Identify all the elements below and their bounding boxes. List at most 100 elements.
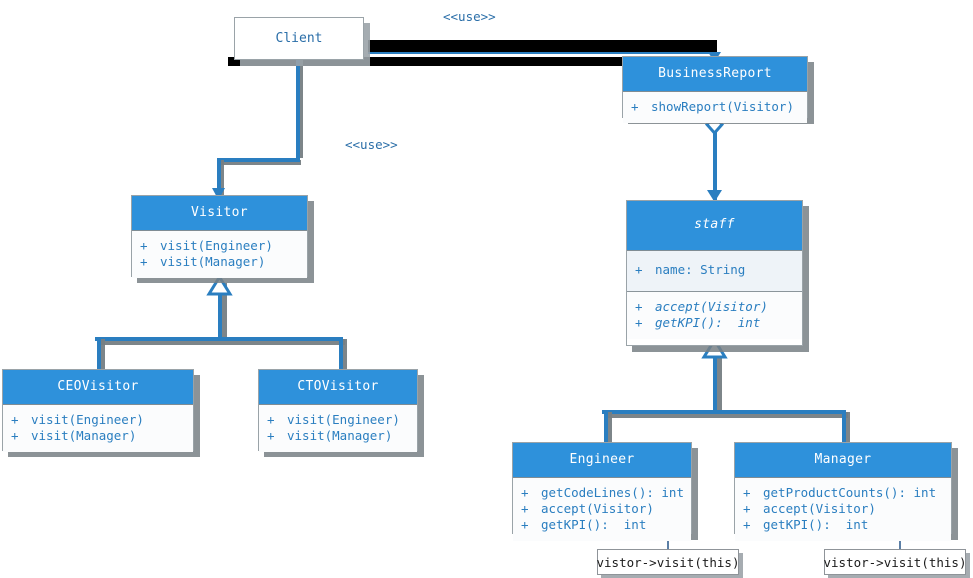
operation-row: + getKPI(): int: [743, 517, 943, 533]
operations-compartment-visitor: + visit(Engineer) + visit(Manager): [132, 231, 307, 278]
connector-engineer-shadow-drop: [606, 412, 612, 444]
visibility-marker: +: [635, 299, 643, 314]
note-manager[interactable]: vistor->visit(this): [823, 549, 967, 575]
render-artifact-bar-lower: [228, 57, 717, 66]
operation-row: + getKPI(): int: [635, 315, 794, 331]
operation-signature: getCodeLines(): int: [541, 485, 684, 500]
connector-visitor-tree-bar: [95, 337, 343, 341]
operation-row: + accept(Visitor): [521, 501, 683, 517]
operation-signature: visit(Manager): [160, 254, 266, 269]
class-box-manager[interactable]: Manager + getProductCounts(): int + acce…: [734, 442, 952, 541]
operation-row: + getKPI(): int: [521, 517, 683, 533]
stereotype-label-use-top: <<use>>: [443, 9, 496, 24]
connector-ceovisitor-shadow-drop: [99, 339, 105, 372]
visibility-marker: +: [743, 501, 751, 516]
operation-signature: getKPI(): int: [541, 517, 647, 532]
class-name-ctovisitor: CTOVisitor: [259, 370, 417, 405]
operation-signature: accept(Visitor): [655, 299, 768, 314]
class-name-ceovisitor: CEOVisitor: [3, 370, 193, 405]
operation-row: + accept(Visitor): [743, 501, 943, 517]
operation-signature: visit(Engineer): [160, 238, 273, 253]
visibility-marker: +: [11, 428, 19, 443]
visibility-marker: +: [140, 238, 148, 253]
visibility-marker: +: [635, 262, 643, 277]
connector-ctovisitor-drop: [339, 337, 343, 370]
operation-row: + visit(Manager): [11, 428, 185, 444]
operations-compartment-ceovisitor: + visit(Engineer) + visit(Manager): [3, 405, 193, 452]
visibility-marker: +: [267, 428, 275, 443]
visibility-marker: +: [11, 412, 19, 427]
visibility-marker: +: [140, 254, 148, 269]
note-text: vistor->visit(this): [823, 554, 967, 570]
class-box-visitor[interactable]: Visitor + visit(Engineer) + visit(Manage…: [131, 195, 308, 278]
class-name-staff: staff: [627, 201, 802, 251]
visibility-marker: +: [631, 99, 639, 114]
operation-signature: showReport(Visitor): [651, 99, 794, 114]
connector-client-visitor-shadow-v2: [219, 160, 224, 198]
operation-row: + visit(Manager): [140, 254, 299, 270]
attribute-row: + name: String: [635, 262, 794, 278]
operation-row: + getProductCounts(): int: [743, 485, 943, 501]
connector-client-visitor-v2: [217, 158, 221, 196]
operation-row: + visit(Engineer): [11, 412, 185, 428]
visibility-marker: +: [267, 412, 275, 427]
operation-row: + showReport(Visitor): [631, 99, 799, 115]
class-box-engineer[interactable]: Engineer + getCodeLines(): int + accept(…: [512, 442, 692, 541]
operation-row: + accept(Visitor): [635, 299, 794, 315]
operation-signature: accept(Visitor): [541, 501, 654, 516]
connector-staff-tree-bar: [602, 410, 846, 414]
operations-compartment-staff: + accept(Visitor) + getKPI(): int: [627, 292, 802, 339]
render-artifact-bar-middle: [368, 43, 717, 50]
connector-manager-drop: [842, 410, 846, 442]
connector-ceovisitor-drop: [97, 337, 101, 370]
operation-signature: visit(Manager): [31, 428, 137, 443]
visibility-marker: +: [521, 517, 529, 532]
connector-businessreport-staff: [713, 122, 717, 200]
operation-signature: accept(Visitor): [763, 501, 876, 516]
class-name-manager: Manager: [735, 443, 951, 478]
attribute-signature: name: String: [655, 262, 746, 277]
class-box-ctovisitor[interactable]: CTOVisitor + visit(Engineer) + visit(Man…: [258, 369, 418, 452]
visibility-marker: +: [743, 517, 751, 532]
operation-row: + getCodeLines(): int: [521, 485, 684, 501]
connector-manager-shadow-drop: [844, 412, 850, 444]
class-name-engineer: Engineer: [513, 443, 691, 478]
class-box-client[interactable]: Client: [234, 17, 364, 60]
connector-ctovisitor-shadow-drop: [341, 339, 347, 372]
class-name-client: Client: [275, 31, 323, 46]
connector-client-visitor-v1: [296, 58, 300, 158]
visibility-marker: +: [743, 485, 751, 500]
operations-compartment-ctovisitor: + visit(Engineer) + visit(Manager): [259, 405, 417, 452]
connector-client-visitor-shadow-v1: [298, 58, 303, 158]
class-box-ceovisitor[interactable]: CEOVisitor + visit(Engineer) + visit(Man…: [2, 369, 194, 452]
connector-staff-tree-shadow-bar: [604, 412, 848, 418]
attributes-compartment-staff: + name: String: [627, 251, 802, 292]
class-box-businessreport[interactable]: BusinessReport + showReport(Visitor): [622, 56, 808, 123]
class-name-businessreport: BusinessReport: [623, 57, 807, 92]
operation-signature: visit(Manager): [287, 428, 393, 443]
operation-row: + visit(Manager): [267, 428, 409, 444]
operation-signature: getKPI(): int: [763, 517, 869, 532]
class-box-staff[interactable]: staff + name: String + accept(Visitor) +…: [626, 200, 803, 346]
operation-signature: visit(Engineer): [31, 412, 144, 427]
connector-visitor-tree-shadow-stem: [220, 283, 227, 339]
note-engineer[interactable]: vistor->visit(this): [596, 549, 740, 575]
connector-staff-tree-stem: [713, 356, 717, 412]
operation-row: + visit(Engineer): [267, 412, 409, 428]
visibility-marker: +: [521, 485, 529, 500]
connector-staff-tree-shadow-stem: [715, 356, 722, 412]
connector-client-visitor-h: [217, 158, 300, 162]
visibility-marker: +: [521, 501, 529, 516]
operations-compartment-engineer: + getCodeLines(): int + accept(Visitor) …: [513, 478, 691, 541]
class-name-visitor: Visitor: [132, 196, 307, 231]
stereotype-label-use-left: <<use>>: [345, 137, 398, 152]
operation-signature: getProductCounts(): int: [763, 485, 937, 500]
operation-signature: getKPI(): int: [655, 315, 761, 330]
connector-client-businessreport-horizontal: [368, 52, 717, 54]
operation-signature: visit(Engineer): [287, 412, 400, 427]
operations-compartment-businessreport: + showReport(Visitor): [623, 92, 807, 123]
note-text: vistor->visit(this): [596, 554, 740, 570]
connector-client-visitor-shadow-h: [217, 160, 301, 165]
connector-visitor-tree-stem: [218, 283, 222, 339]
